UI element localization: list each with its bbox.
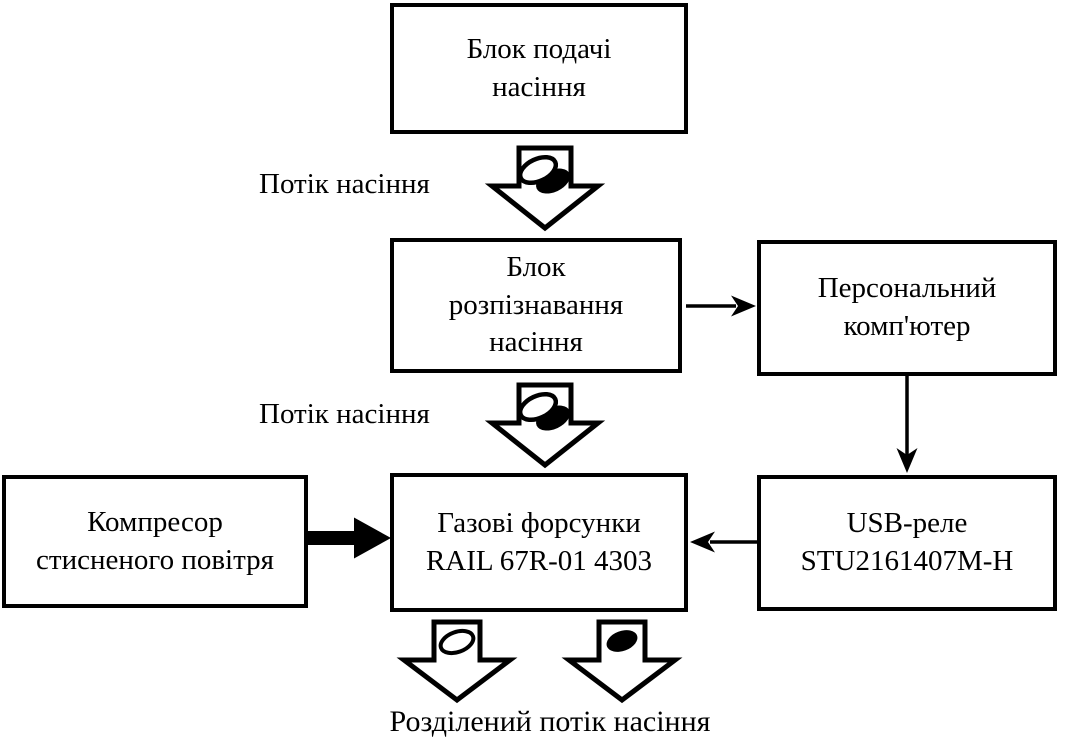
- node-personal-computer: Персональний комп'ютер: [757, 240, 1057, 376]
- node-seed-recognition-unit: Блок розпізнавання насіння: [390, 238, 682, 373]
- node-gas-nozzles: Газові форсунки RAIL 67R-01 4303: [390, 473, 688, 612]
- white-seed-icon: [438, 628, 476, 656]
- white-seed-icon: [517, 154, 559, 186]
- node-usb-relay: USB-реле STU2161407M-H: [757, 475, 1057, 611]
- node-label: Газові форсунки RAIL 67R-01 4303: [425, 506, 653, 577]
- node-label: Персональний комп'ютер: [817, 272, 997, 342]
- seed-flow-label-top: Потік насіння: [259, 168, 430, 200]
- seed-flow-label-mid: Потік насіння: [259, 398, 430, 430]
- node-label: Компресор стисненого повітря: [36, 505, 274, 576]
- seed-flow-arrow-top: [484, 145, 606, 232]
- black-seed-icon: [606, 630, 638, 652]
- node-label: Блок подачі насіння: [466, 32, 612, 103]
- arrow-recognition-to-pc: [686, 295, 756, 317]
- arrow-pc-to-usb-relay: [896, 376, 918, 473]
- divided-flow-arrow-black: [561, 619, 683, 704]
- node-label: Блок розпізнавання насіння: [448, 250, 624, 359]
- node-air-compressor: Компресор стисненого повітря: [2, 475, 308, 608]
- arrow-compressor-to-nozzles: [308, 517, 391, 559]
- divided-flow-label: Розділений потік насіння: [389, 705, 711, 738]
- white-seed-icon: [517, 391, 559, 423]
- arrow-usb-relay-to-nozzles: [690, 531, 757, 553]
- seed-flow-arrow-mid: [484, 382, 606, 469]
- node-label: USB-реле STU2161407M-H: [800, 507, 1014, 577]
- node-seed-feed-unit: Блок подачі насіння: [390, 3, 688, 134]
- divided-flow-arrow-white: [396, 619, 518, 704]
